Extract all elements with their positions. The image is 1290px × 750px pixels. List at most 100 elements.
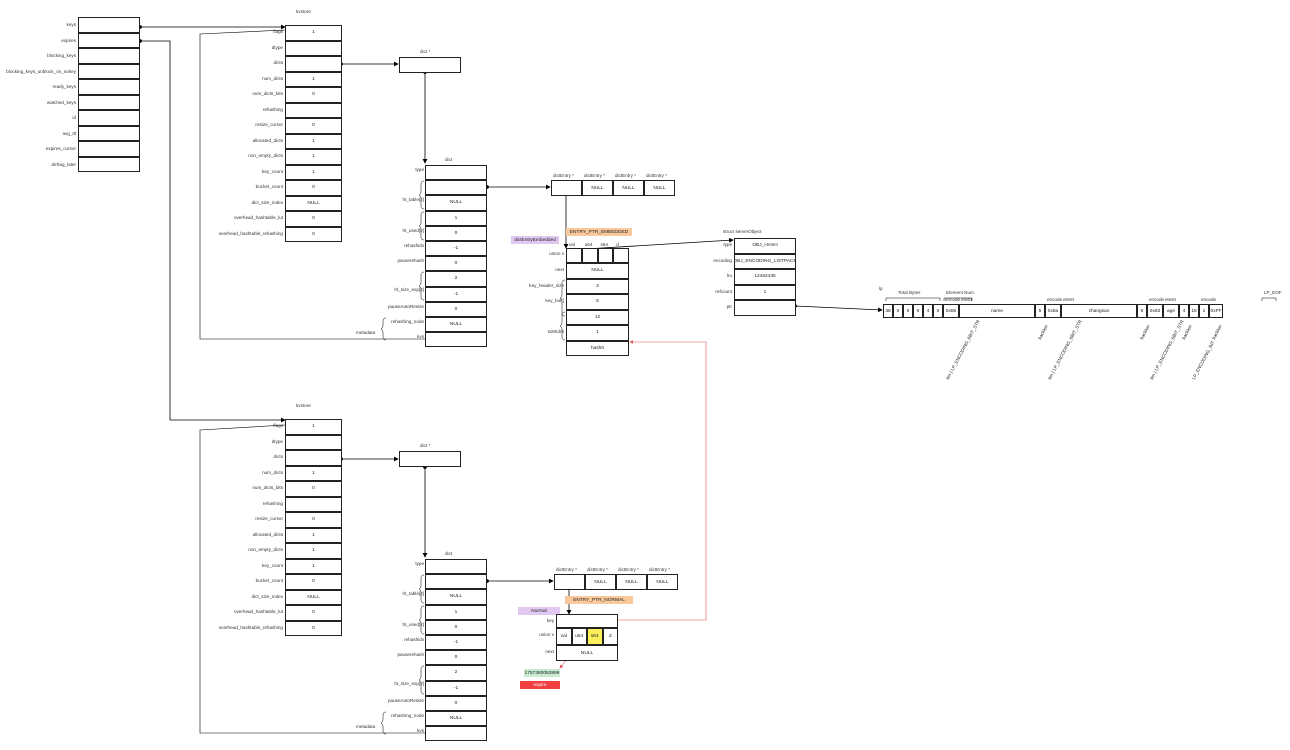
kvstore-bottom-value-flags: 1 (285, 419, 342, 435)
dict-entry-header-bottom-1: dictEntry * (587, 567, 608, 572)
kvstore-top-field-dicts: dicts (273, 60, 283, 65)
listpack-cell-1: 0 (893, 304, 903, 318)
dict-bottom-field-rehashing_node: rehashing_node (391, 713, 424, 718)
kvstore-top-value-num_dicts: 1 (285, 71, 342, 87)
kvstore-bottom-field-num_dicts: num_dicts (262, 469, 283, 475)
kvstore-title-bottom: kvstore (296, 403, 311, 408)
robj-field-type: type (723, 242, 732, 247)
redis-db-cell (78, 48, 140, 64)
kvstore-bottom-field-overhead_hashtable_rehashing: overhead_hashtable_rehashing (218, 624, 283, 630)
expire-tag: expire (520, 681, 560, 689)
kvstore-bottom-value-non_empty_dicts: 1 (285, 543, 342, 559)
dict-entry-slot-top-3: NULL (644, 180, 675, 196)
listpack-cell-2: 0 (903, 304, 913, 318)
normal-next-value: NULL (556, 645, 618, 661)
dict-bottom-field-type: type (415, 561, 424, 566)
embedded-union-cell-s64 (597, 248, 614, 263)
dict-bottom-cell: 0 (425, 695, 487, 711)
kvstore-bottom-field-overhead_hashtable_lut: overhead_hashtable_lut (233, 609, 283, 614)
kvstore-top-value-dict_size_index: NULL (285, 195, 342, 211)
listpack-top-label-5: elestr (1165, 297, 1177, 302)
kvstore-bottom-field-rehashing: rehashing (262, 500, 283, 506)
kvstore-top-value-dicts (285, 56, 342, 72)
dict-ptr-title-bottom: dict * (420, 443, 431, 448)
dict-top-field-pauserehash: pauserehash (397, 258, 424, 264)
dict-top-cell: NULL (425, 317, 487, 333)
dict-ptr-top (399, 57, 461, 73)
kvstore-bottom-field-dict_size_index: dict_size_index (251, 593, 283, 599)
dict-top-cell (425, 332, 487, 348)
dict-bottom-cell (425, 726, 487, 742)
dict-top-cell: NULL (425, 195, 487, 211)
key-pointer-line (567, 340, 707, 621)
embedded-union-label: union v (549, 251, 564, 256)
embedded-row-3: 12 (566, 309, 629, 325)
kvstore-bottom-field-dtype: dtype (271, 438, 283, 444)
kvstore-bottom-field-key_count: key_count (262, 562, 283, 568)
kvstore-top-value-dtype (285, 40, 342, 56)
dict-bottom-cell (425, 574, 487, 590)
dict-entry-slot-bottom-1: NULL (585, 574, 616, 590)
embedded-union-head-d: d (616, 242, 619, 247)
kvstore-bottom-field-resize_cursor: resize_cursor (255, 516, 283, 521)
kvstore-bottom-value-overhead_hashtable_lut: 0 (285, 605, 342, 621)
dict-top-cell: 0 (425, 301, 487, 317)
kvstore-top-value-non_empty_dicts: 1 (285, 149, 342, 165)
kvstore-top-field-num_dicts_bits: num_dicts_bits (252, 91, 283, 96)
dict-bottom-cell: 1 (425, 604, 487, 620)
listpack-top-label-6: encode (1201, 297, 1217, 302)
kvstore-top-value-flags: 1 (285, 25, 342, 41)
redis-db-cell (78, 17, 140, 33)
kvstore-bottom-value-bucket_count: 0 (285, 574, 342, 590)
embedded-field-next: next (555, 267, 564, 272)
embedded-union-cell-u64 (581, 248, 598, 263)
redis-db-field-expires_cursor: expires_cursor (45, 146, 76, 151)
normal-key-cell (556, 614, 618, 628)
kvstore-bottom-field-bucket_count: bucket_count (255, 578, 283, 583)
kvstore-top-value-num_dicts_bits: 0 (285, 87, 342, 103)
kvstore-bottom-value-num_dicts_bits: 0 (285, 481, 342, 497)
normal-union-cell-s64: s64 (587, 628, 603, 645)
redis-db-field-ready_keys: ready_keys (52, 84, 77, 89)
listpack-top-label-2: encode (1047, 297, 1063, 302)
entry-ptr-normal-tag: ENTRY_PTR_NORMAL (565, 596, 633, 604)
kvstore-bottom-value-dicts (285, 450, 342, 466)
robj-value-encoding: OBJ_ENCODING_LISTPACK (734, 253, 796, 269)
listpack-cell-9: 0x8a (1045, 304, 1061, 318)
listpack-cell-11: 9 (1137, 304, 1147, 318)
embedded-row-5: hash0 (566, 340, 629, 356)
listpack-cell-16: 1 (1199, 304, 1209, 318)
expire-timestamp: 1757380053899 (524, 669, 560, 677)
kvstore-top-field-overhead_hashtable_rehashing: overhead_hashtable_rehashing (218, 230, 283, 236)
listpack-lp-eof-label: LP_EOF (1264, 290, 1282, 295)
dict-metadata-label-top: metadata (356, 330, 376, 335)
kvstore-bottom-field-num_dicts_bits: num_dicts_bits (252, 485, 283, 490)
embedded-row-4: 1 (566, 325, 629, 341)
dict-bottom-cell: -1 (425, 680, 487, 696)
embedded-field-key_buf[]: key_buf[] (545, 298, 564, 303)
redis-db-field-avg_ttl: avg_ttl (62, 130, 76, 136)
listpack-top-label-1: elestr (961, 297, 973, 302)
kvstore-title-top: kvstore (296, 9, 311, 14)
redis-db-cell (78, 156, 140, 172)
kvstore-top-field-non_empty_dicts: non_empty_dicts (248, 153, 283, 158)
dict-entry-header-bottom-3: dictEntry * (649, 567, 670, 572)
dict-bottom-cell: 0 (425, 650, 487, 666)
listpack-lp-label: lp (879, 286, 883, 291)
listpack-cell-6: 0x85 (943, 304, 959, 318)
listpack-cell-14: 4 (1179, 304, 1189, 318)
dict-top-cell (425, 180, 487, 196)
listpack-cell-13: age (1163, 304, 1179, 318)
dict-top-field-kvs: kvs (417, 334, 424, 340)
dict-bottom-field-pauseAutoResize: pauseAutoResize (387, 697, 424, 703)
redis-db-field-blocking_keys_unblock_on_nokey: blocking_keys_unblock_on_nokey (6, 68, 76, 74)
dict-entry-header-top-0: dictEntry * (553, 173, 574, 178)
embedded-union-head-val: val (569, 242, 575, 247)
listpack-top-label-0: encode (945, 297, 961, 302)
embedded-union-cell-val (566, 248, 582, 263)
redis-db-field-keys: keys (66, 22, 76, 27)
robj-value-lru: 12482435 (734, 269, 796, 285)
redis-db-cell (78, 141, 140, 157)
expires-arrow (140, 40, 286, 423)
robj-value-refcount: 1 (734, 284, 796, 300)
